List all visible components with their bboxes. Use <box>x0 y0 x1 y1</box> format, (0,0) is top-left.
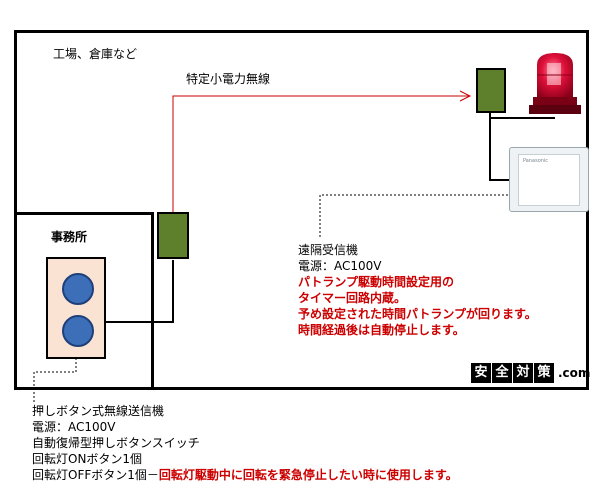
receiver-brand: Panasonic <box>523 158 549 164</box>
area-label: 工場、倉庫など <box>53 47 138 61</box>
transmitter-caption-line: 自動復帰型押しボタンスイッチ <box>32 436 200 450</box>
receiver-radio-module <box>476 68 506 113</box>
logo-suffix: .com <box>558 366 591 380</box>
receiver-front-panel: Panasonic <box>518 154 580 206</box>
transmitter-caption-last-line: 回転灯OFFボタン1個－回転灯駆動中に回転を緊急停止したい時に使用します。 <box>32 467 458 483</box>
logo-char: 策 <box>534 363 554 383</box>
logo-char: 対 <box>513 363 533 383</box>
transmitter-wire <box>106 260 174 323</box>
receiver-caption-note: 予め設定された時間パトランプが回ります。 <box>298 307 537 321</box>
office-boundary <box>14 212 154 390</box>
off-button-description: 回転灯OFFボタン1個－ <box>32 468 159 482</box>
transmitter-caption-line: 回転灯ONボタン1個 <box>32 452 143 466</box>
receiver-caption-line: 遠隔受信機 <box>298 243 359 257</box>
receiver-unit: Panasonic <box>509 147 589 212</box>
receiver-caption-note: タイマー回路内蔵。 <box>298 291 407 305</box>
off-button-note: 回転灯駆動中に回転を緊急停止したい時に使用します。 <box>158 468 458 482</box>
wireless-link <box>172 95 470 212</box>
receiver-caption: 遠隔受信機 電源：AC100V パトランプ駆動時間設定用の タイマー回路内蔵。 … <box>298 242 537 338</box>
transmitter-caption-line: 押しボタン式無線送信機 <box>32 404 165 418</box>
receiver-caption-line: 電源：AC100V <box>298 259 382 273</box>
transmitter-leader <box>33 358 77 402</box>
anzen-taisaku-logo: 安 全 対 策 .com <box>471 362 590 384</box>
receiver-caption-note: 時間経過後は自動停止します。 <box>298 323 465 337</box>
logo-char: 安 <box>471 363 491 383</box>
push-button-panel <box>46 257 106 359</box>
lamp-off-button <box>62 315 94 347</box>
logo-char: 全 <box>492 363 512 383</box>
rotating-lamp-icon <box>525 45 585 117</box>
receiver-wire <box>489 112 509 181</box>
office-label: 事務所 <box>51 230 88 244</box>
transmitter-caption-line: 電源：AC100V <box>32 420 116 434</box>
wireless-label: 特定小電力無線 <box>186 72 271 86</box>
transmitter-caption: 押しボタン式無線送信機 電源：AC100V 自動復帰型押しボタンスイッチ 回転灯… <box>32 403 458 483</box>
lamp-on-button <box>62 273 94 305</box>
receiver-caption-note: パトランプ駆動時間設定用の <box>298 275 455 289</box>
receiver-leader <box>319 194 540 238</box>
wireless-arrowhead <box>459 90 472 102</box>
transmitter-radio-module <box>157 212 189 259</box>
